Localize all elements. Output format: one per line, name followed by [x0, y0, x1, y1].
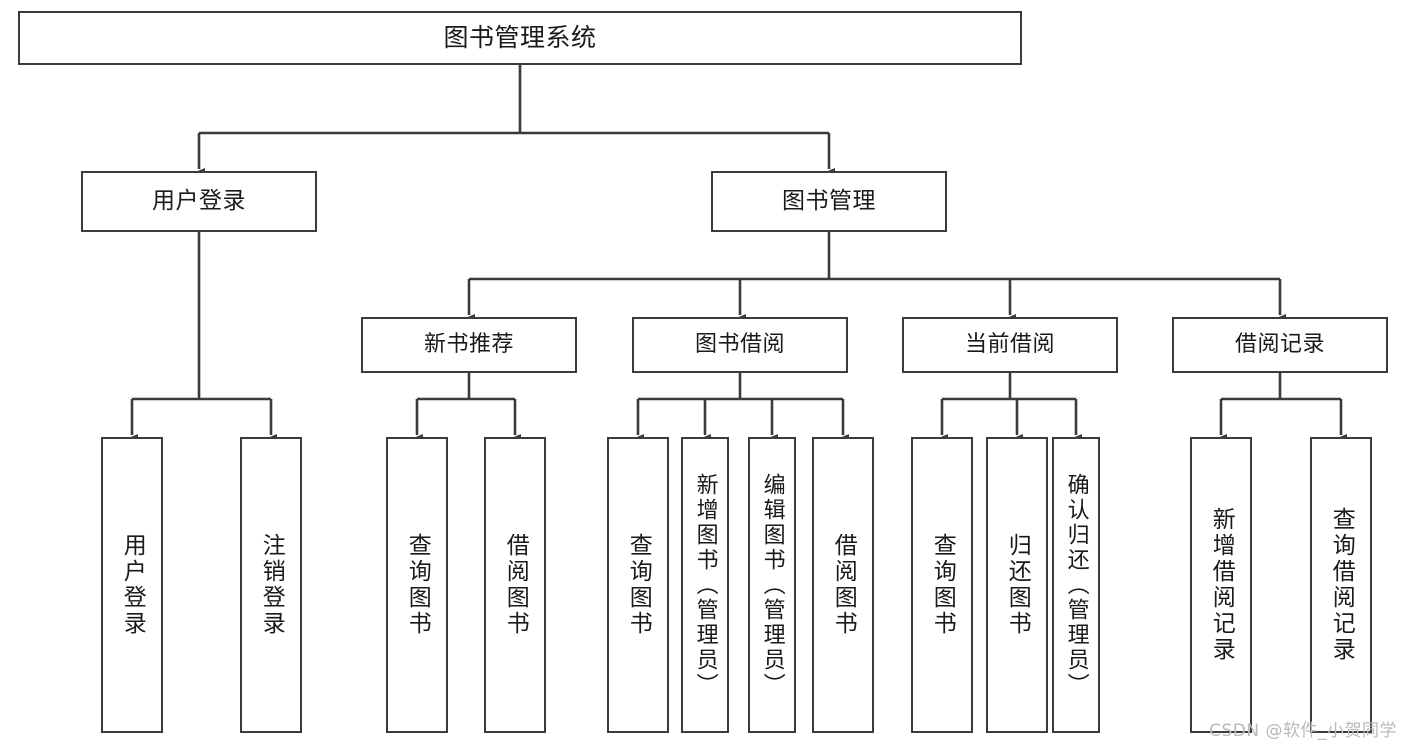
csdn-watermark: CSDN @软件_小贺同学 [1209, 721, 1397, 741]
leaf-borrow-book-2[interactable]: 借阅图书 [812, 437, 874, 733]
leaf-query-book-1-label: 查询图书 [404, 533, 431, 637]
leaf-query-book-2[interactable]: 查询图书 [607, 437, 669, 733]
node-new-book-recommend-label: 新书推荐 [423, 332, 514, 358]
node-current-borrow[interactable]: 当前借阅 [902, 317, 1118, 373]
node-user-login-label: 用户登录 [152, 188, 246, 215]
leaf-edit-book[interactable]: 编辑图书（管理员） [748, 437, 796, 733]
leaf-add-book-label: 新增图书（管理员） [692, 472, 718, 698]
leaf-add-borrow-record[interactable]: 新增借阅记录 [1190, 437, 1252, 733]
leaf-query-book-3[interactable]: 查询图书 [911, 437, 973, 733]
node-user-login[interactable]: 用户登录 [81, 171, 317, 232]
leaf-query-borrow-record[interactable]: 查询借阅记录 [1310, 437, 1372, 733]
leaf-query-book-3-label: 查询图书 [929, 533, 956, 637]
leaf-logout-label: 注销登录 [258, 533, 285, 637]
node-root[interactable]: 图书管理系统 [18, 11, 1022, 65]
leaf-borrow-book-1[interactable]: 借阅图书 [484, 437, 546, 733]
leaf-borrow-book-2-label: 借阅图书 [830, 533, 857, 637]
leaf-borrow-book-1-label: 借阅图书 [502, 533, 529, 637]
leaf-add-borrow-record-label: 新增借阅记录 [1208, 507, 1235, 663]
leaf-query-borrow-record-label: 查询借阅记录 [1328, 507, 1355, 663]
leaf-user-login-label: 用户登录 [119, 533, 146, 637]
leaf-return-book-label: 归还图书 [1004, 533, 1031, 637]
leaf-confirm-return-label: 确认归还（管理员） [1063, 472, 1089, 698]
leaf-query-book-1[interactable]: 查询图书 [386, 437, 448, 733]
node-root-label: 图书管理系统 [443, 22, 597, 52]
node-book-management[interactable]: 图书管理 [711, 171, 947, 232]
node-borrow-record-label: 借阅记录 [1234, 332, 1325, 358]
leaf-logout[interactable]: 注销登录 [240, 437, 302, 733]
leaf-add-book[interactable]: 新增图书（管理员） [681, 437, 729, 733]
node-current-borrow-label: 当前借阅 [964, 332, 1055, 358]
node-book-borrow[interactable]: 图书借阅 [632, 317, 848, 373]
node-borrow-record[interactable]: 借阅记录 [1172, 317, 1388, 373]
node-book-management-label: 图书管理 [782, 188, 876, 215]
leaf-confirm-return[interactable]: 确认归还（管理员） [1052, 437, 1100, 733]
node-new-book-recommend[interactable]: 新书推荐 [361, 317, 577, 373]
leaf-return-book[interactable]: 归还图书 [986, 437, 1048, 733]
leaf-edit-book-label: 编辑图书（管理员） [759, 472, 785, 698]
leaf-query-book-2-label: 查询图书 [625, 533, 652, 637]
leaf-user-login[interactable]: 用户登录 [101, 437, 163, 733]
node-book-borrow-label: 图书借阅 [694, 332, 785, 358]
